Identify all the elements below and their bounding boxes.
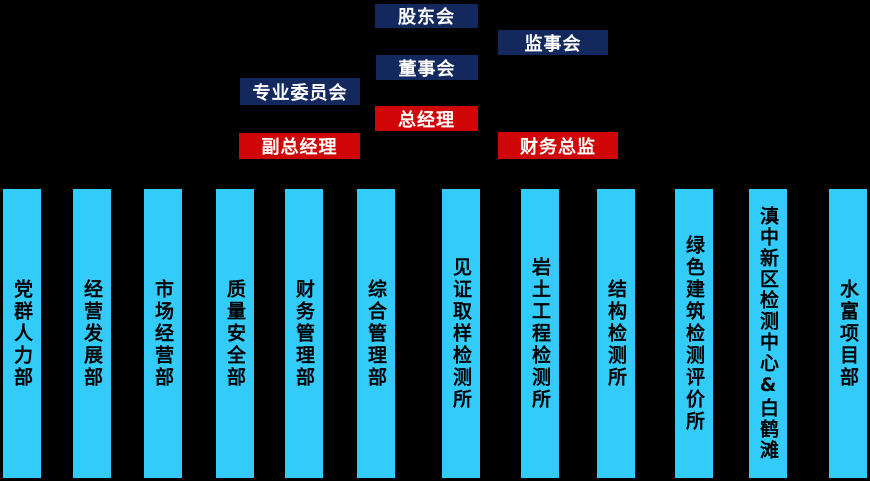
department-label: 水富项目部 [837, 278, 859, 389]
node-label: 董事会 [398, 58, 456, 80]
node-board-of-directors: 董事会 [376, 55, 478, 80]
department-label: 财务管理部 [293, 278, 315, 389]
node-label: 副总经理 [261, 137, 338, 158]
node-label: 监事会 [524, 33, 582, 55]
node-label: 专业委员会 [252, 82, 348, 104]
node-general-manager: 总经理 [375, 106, 478, 131]
dept-finance-management: 财务管理部 [285, 189, 323, 478]
department-label: 见证取样检测所 [450, 256, 472, 411]
node-professional-committee: 专业委员会 [240, 78, 360, 105]
dept-witness-sampling-testing: 见证取样检测所 [442, 189, 480, 478]
node-label: 总经理 [398, 109, 455, 131]
department-label: 绿色建筑检测评价所 [683, 234, 705, 433]
dept-dianzhong-center-baihetan: 滇中新区检测中心&白鹤滩 [749, 189, 787, 478]
node-deputy-general-manager: 副总经理 [239, 133, 360, 159]
dept-market-operation: 市场经营部 [144, 189, 182, 478]
dept-quality-safety: 质量安全部 [216, 189, 254, 478]
node-label: 股东会 [398, 7, 455, 28]
node-shareholders-meeting: 股东会 [375, 4, 478, 28]
department-label: 市场经营部 [152, 278, 174, 389]
node-supervisory-board: 监事会 [498, 30, 608, 55]
department-label: 党群人力部 [11, 278, 33, 389]
dept-general-management: 综合管理部 [357, 189, 395, 478]
department-label: 综合管理部 [365, 278, 387, 389]
dept-green-building-evaluation: 绿色建筑检测评价所 [675, 189, 713, 478]
dept-shuifu-project: 水富项目部 [829, 189, 867, 478]
department-label: 质量安全部 [224, 278, 246, 389]
department-label: 结构检测所 [605, 278, 627, 389]
dept-geotechnical-testing: 岩土工程检测所 [521, 189, 559, 478]
department-label: 经营发展部 [81, 278, 103, 389]
dept-party-masses-hr: 党群人力部 [3, 189, 41, 478]
node-label: 财务总监 [520, 136, 596, 158]
department-label: 滇中新区检测中心&白鹤滩 [757, 206, 779, 461]
node-finance-director: 财务总监 [498, 132, 618, 159]
dept-business-development: 经营发展部 [73, 189, 111, 478]
dept-structural-testing: 结构检测所 [597, 189, 635, 478]
department-label: 岩土工程检测所 [529, 256, 551, 411]
